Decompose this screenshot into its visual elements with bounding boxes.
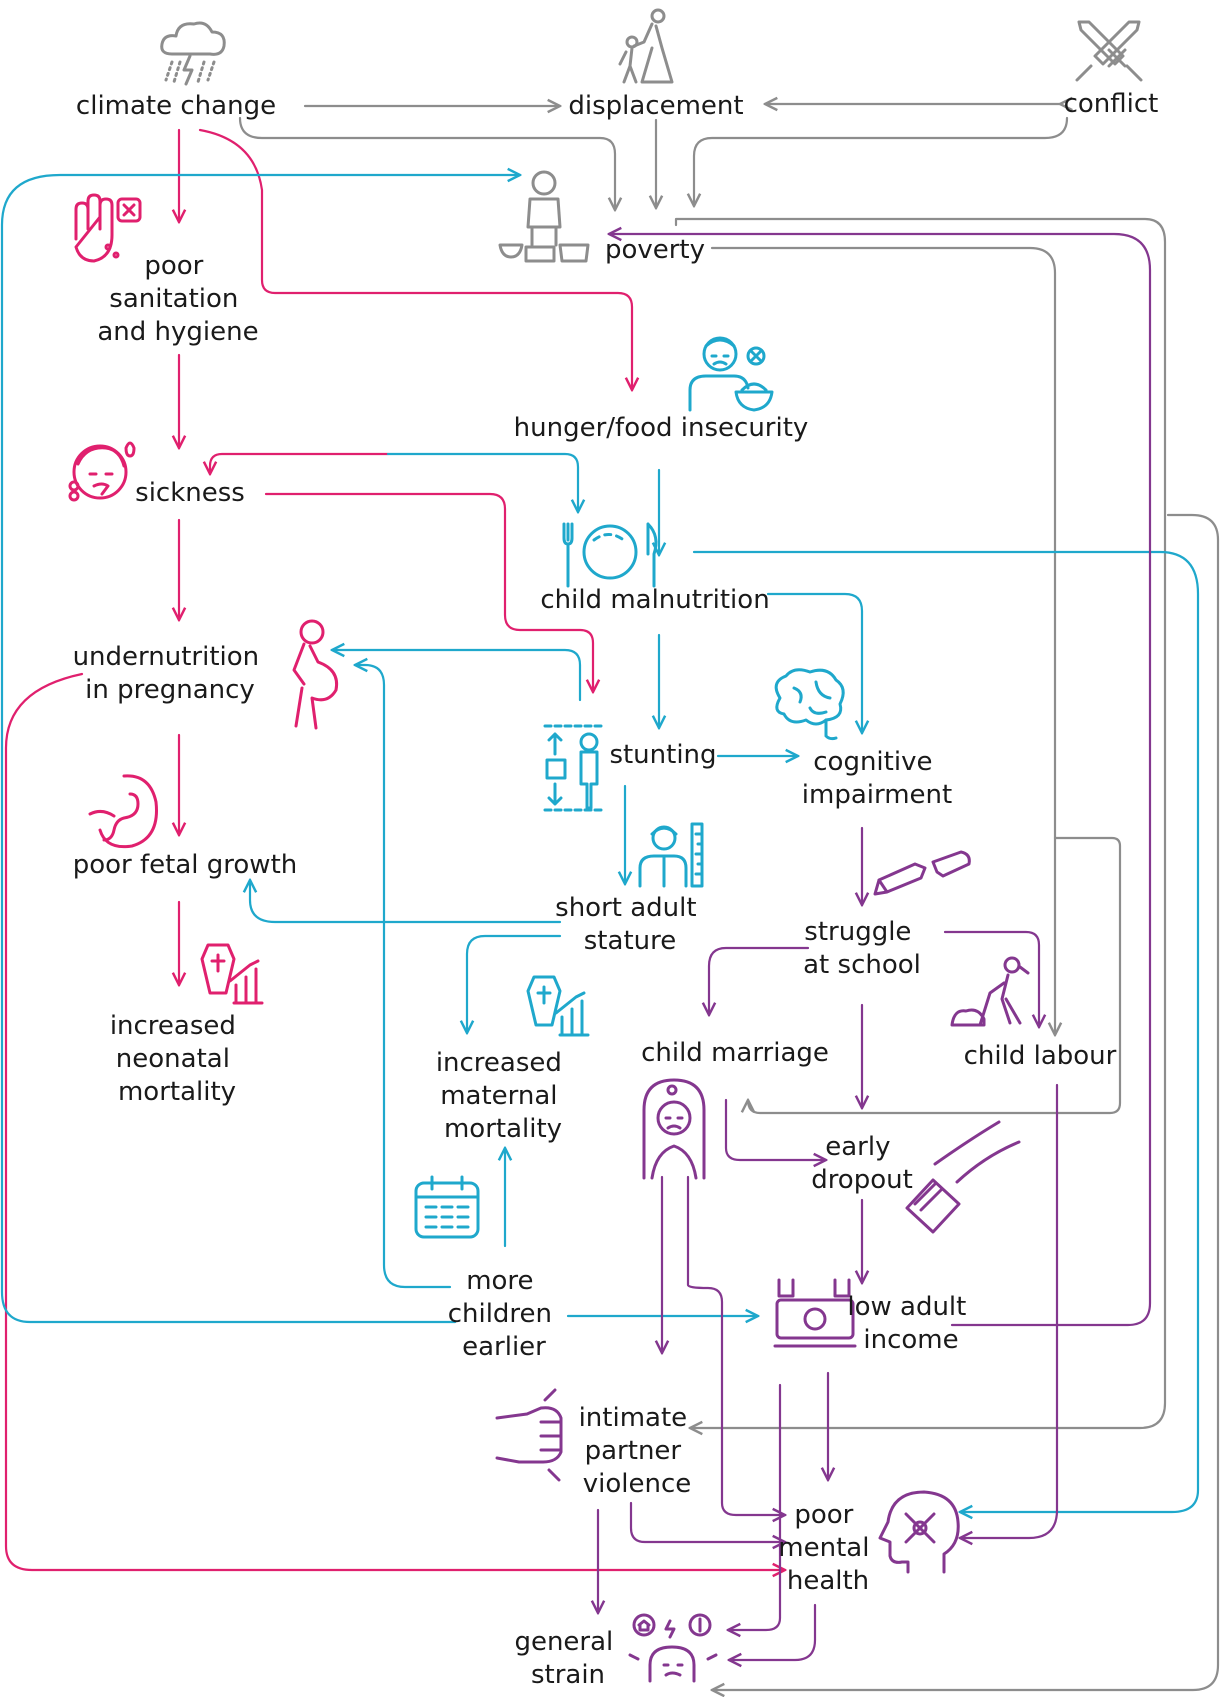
edge-stature-fetal	[250, 880, 562, 924]
child-labour-icon	[950, 956, 1030, 1027]
edge-sickness-stunting	[264, 492, 593, 692]
bride-icon	[642, 1078, 706, 1180]
edge-malnutrition-mental	[692, 550, 1200, 1512]
early-dropout-label: early dropout	[811, 1132, 913, 1195]
dirty-hand-icon	[74, 193, 142, 263]
increased-neonatal-mortality-label: increased neonatal mortality	[110, 1011, 244, 1107]
poor-fetal-growth-label: poor fetal growth	[73, 850, 298, 880]
displaced-family-icon	[618, 8, 674, 84]
storm-cloud-icon	[160, 21, 226, 86]
brain-icon	[774, 668, 845, 741]
connectors	[0, 104, 1220, 1690]
general-strain-label: general strain	[514, 1627, 621, 1690]
edge-mental-strain	[729, 1603, 817, 1660]
intimate-partner-violence-label: intimate partner violence	[579, 1403, 696, 1499]
edge-stunting-undernutrition	[332, 650, 582, 702]
poor-mental-health-label: poor mental health	[778, 1500, 877, 1596]
dropout-book-icon	[905, 1120, 1021, 1234]
coffin-chart-icon	[526, 975, 590, 1037]
empty-plate-icon	[562, 522, 658, 588]
conflict-label: conflict	[1064, 89, 1159, 119]
hunger-label: hunger/food insecurity	[514, 413, 809, 443]
edge-ipv-mental	[629, 1501, 785, 1542]
edge-conflict-poverty	[694, 116, 1069, 206]
fetus-icon	[88, 774, 158, 849]
edge-income-strain	[728, 1383, 782, 1630]
child-labour-label: child labour	[964, 1041, 1117, 1071]
more-children-earlier-label: more children earlier	[448, 1266, 561, 1362]
node-labels: climate change displacement conflict pov…	[73, 89, 1159, 1690]
height-measure-icon	[543, 724, 607, 812]
calendar-icon	[414, 1175, 480, 1239]
edge-marriage-mental	[686, 1175, 785, 1515]
short-adult-stature-label: short adult stature	[555, 893, 705, 956]
low-adult-income-label: low adult income	[847, 1292, 974, 1355]
sickness-label: sickness	[135, 478, 245, 508]
edge-hunger-sickness	[210, 452, 390, 474]
edge-stature-maternal	[467, 934, 562, 1033]
stunting-label: stunting	[609, 740, 716, 770]
poor-sanitation-label: poor sanitation and hygiene	[97, 251, 258, 347]
edge-children-undernutrition	[355, 665, 452, 1289]
adult-height-chart-icon	[638, 822, 704, 888]
poverty-label: poverty	[605, 235, 705, 265]
pregnant-woman-icon	[292, 619, 339, 730]
money-icon	[773, 1278, 857, 1348]
cognitive-impairment-label: cognitive impairment	[802, 747, 952, 810]
edge-struggle-labour	[943, 930, 1039, 1027]
undernutrition-pregnancy-label: undernutrition in pregnancy	[73, 642, 268, 705]
coffin-chart-icon	[200, 943, 264, 1005]
edge-malnutrition-cognitive	[766, 592, 862, 733]
edge-hunger-plate	[386, 452, 578, 512]
edge-undernutrition-mental	[4, 672, 785, 1570]
edge-child-labour-child-marriage	[748, 836, 1122, 1115]
edge-marriage-dropout	[724, 1098, 826, 1160]
edge-climate-poverty	[238, 116, 615, 210]
beggar-icon	[498, 170, 590, 263]
edge-labour-mental	[960, 1083, 1059, 1538]
edge-climate-hunger	[198, 128, 632, 390]
climate-change-label: climate change	[76, 91, 276, 121]
struggle-school-label: struggle at school	[803, 917, 921, 980]
stressed-person-icon	[628, 1613, 718, 1683]
increased-maternal-mortality-label: increased maternal mortality	[436, 1048, 570, 1144]
child-malnutrition-label: child malnutrition	[540, 585, 769, 615]
edge-poverty-child-labour	[710, 246, 1055, 1035]
broken-pencil-icon	[873, 850, 971, 896]
edge-income-poverty	[609, 234, 1152, 1327]
edge-poverty-ipv	[674, 217, 1167, 1428]
crossed-swords-icon	[1075, 20, 1143, 82]
hungry-person-icon	[688, 336, 774, 412]
fist-icon	[495, 1388, 563, 1482]
sick-child-icon	[68, 441, 136, 502]
displacement-label: displacement	[568, 91, 743, 121]
edge-struggle-marriage	[709, 946, 810, 1015]
mental-health-head-icon	[878, 1490, 960, 1574]
edge-poverty-general-strain	[712, 513, 1220, 1690]
child-marriage-label: child marriage	[641, 1038, 829, 1068]
edge-children-poverty	[0, 175, 520, 1324]
